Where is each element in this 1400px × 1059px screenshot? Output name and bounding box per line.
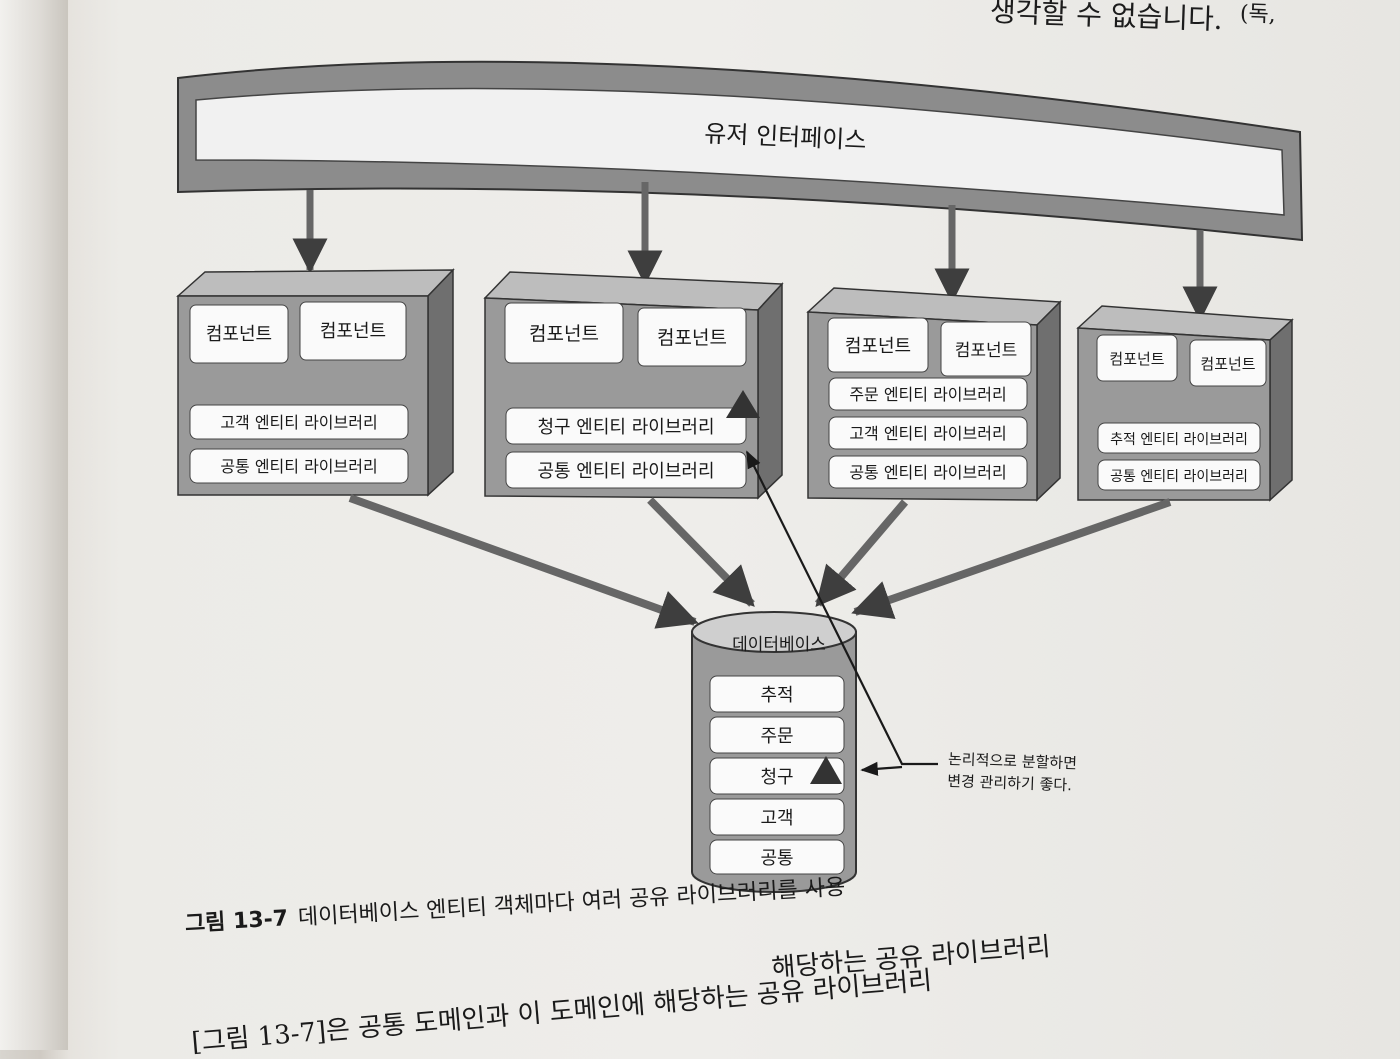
logical-split-marker (810, 756, 842, 784)
component-label: 컴포넌트 (955, 341, 1018, 361)
component-label: 컴포넌트 (320, 321, 386, 342)
library-label: 고객 엔티티 라이브러리 (849, 424, 1006, 443)
library-label: 청구 엔티티 라이브러리 (537, 417, 714, 438)
annotation-pointers (746, 450, 938, 776)
user-interface-layer: 유저 인터페이스 (177, 60, 1304, 242)
library-label: 추적 엔티티 라이브러리 (1110, 432, 1248, 448)
table-label: 청구 (760, 767, 793, 788)
database-cylinder: 데이터베이스 추적 주문 청구 고객 공통 (691, 611, 857, 893)
component-label: 컴포넌트 (1200, 355, 1255, 373)
library-label: 공통 엔티티 라이브러리 (220, 457, 377, 476)
annotation-note: 논리적으로 분할하면 변경 관리하기 좋다. (947, 750, 1077, 794)
library-label: 공통 엔티티 라이브러리 (849, 463, 1006, 482)
table-label: 주문 (760, 726, 793, 747)
logical-split-marker (726, 390, 760, 418)
library-label: 주문 엔티티 라이브러리 (849, 385, 1006, 404)
annotation-line-2: 변경 관리하기 좋다. (947, 772, 1072, 794)
component-label: 컴포넌트 (1109, 350, 1164, 368)
table-label: 추적 (760, 685, 793, 706)
service-box-2: 컴포넌트 컴포넌트 청구 엔티티 라이브러리 공통 엔티티 라이브러리 (483, 271, 784, 500)
library-label: 고객 엔티티 라이브러리 (220, 413, 377, 432)
library-label: 공통 엔티티 라이브러리 (537, 461, 714, 482)
table-label: 고객 (760, 808, 793, 829)
figure-number: 그림 13-7 (184, 906, 289, 937)
service-box-3: 컴포넌트 컴포넌트 주문 엔티티 라이브러리 고객 엔티티 라이브러리 공통 엔… (806, 287, 1062, 502)
ui-to-service-arrows (292, 182, 1218, 322)
component-label: 컴포넌트 (845, 336, 911, 357)
annotation-line-1: 논리적으로 분할하면 (948, 750, 1078, 772)
database-label: 데이터베이스 (732, 635, 826, 655)
service-box-4: 컴포넌트 컴포넌트 추적 엔티티 라이브러리 공통 엔티티 라이브러리 (1076, 305, 1294, 502)
table-label: 공통 (760, 848, 793, 869)
service-box-1: 컴포넌트 컴포넌트 고객 엔티티 라이브러리 공통 엔티티 라이브러리 (176, 268, 455, 497)
service-to-database-arrows (348, 494, 1172, 629)
library-label: 공통 엔티티 라이브러리 (1110, 469, 1248, 485)
component-label: 컴포넌트 (529, 323, 599, 345)
component-label: 컴포넌트 (206, 324, 272, 345)
book-page-edge (0, 0, 68, 1050)
component-label: 컴포넌트 (657, 327, 727, 349)
